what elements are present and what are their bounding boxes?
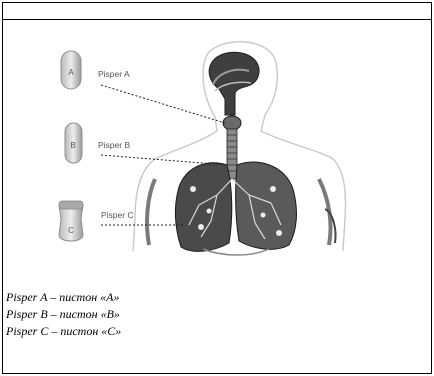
caption-line-b: Pisper B – пистон «B» — [6, 306, 406, 323]
capsule-c: C — [59, 201, 83, 241]
caption-line-c: Pisper C – пистон «C» — [6, 323, 406, 340]
respiratory-figure: A B C Pisper A Pisper B Pisper C — [3, 19, 433, 279]
callout-a-label: Pisper A — [98, 69, 130, 79]
lungs — [175, 162, 296, 255]
capsule-a: A — [61, 51, 81, 89]
capsule-a-letter: A — [68, 68, 74, 77]
caption: Pisper A – пистон «A» Pisper B – пистон … — [6, 289, 406, 340]
callout-c-label: Pisper C — [101, 210, 134, 220]
table-top-cell — [3, 3, 431, 20]
callout-b-label: Pisper B — [98, 140, 130, 150]
capsule-b: B — [65, 123, 82, 163]
capsule-b-letter: B — [70, 141, 75, 150]
nasal-cavity — [209, 52, 259, 115]
capsule-c-letter: C — [68, 226, 74, 235]
caption-line-a: Pisper A – пистон «A» — [6, 289, 406, 306]
